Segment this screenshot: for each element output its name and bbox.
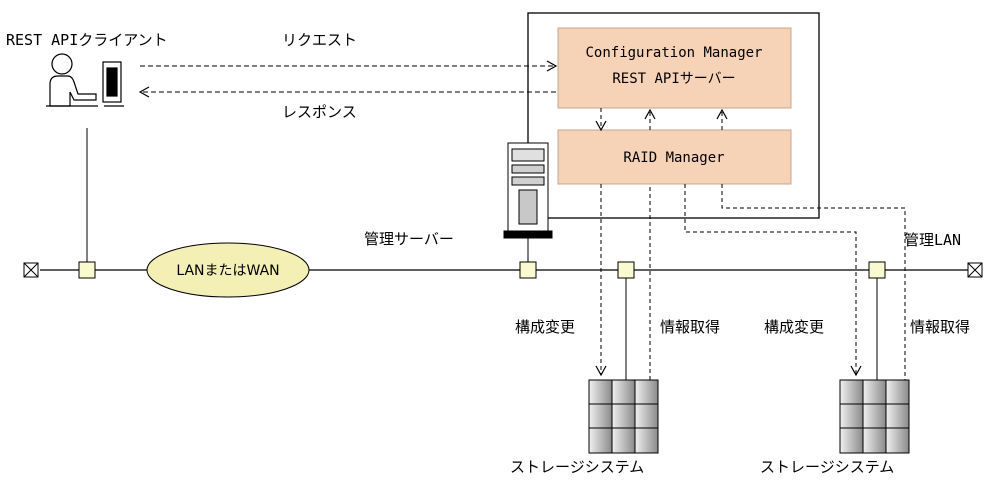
management-server-label: 管理サーバー: [364, 230, 454, 248]
terminator-left: [23, 262, 39, 278]
client-user-icon: [46, 53, 124, 107]
node-client: [78, 261, 96, 279]
server-tower-icon: [503, 142, 553, 239]
node-storage2: [868, 261, 886, 279]
config-path-2: [684, 184, 862, 377]
api-server-line2: REST APIサーバー: [612, 71, 735, 87]
config-change-label-2: 構成変更: [764, 318, 825, 336]
info-get-label-2: 情報取得: [910, 318, 971, 336]
node-server: [519, 261, 537, 279]
storage-system-icon-1: [588, 379, 659, 454]
rest-api-server-box: [557, 27, 792, 109]
response-label: レスポンス: [282, 103, 357, 121]
node-storage1: [617, 261, 635, 279]
info-get-label-1: 情報取得: [660, 318, 721, 336]
storage-system-icon-2: [839, 379, 910, 454]
storage-label-1: ストレージシステム: [510, 458, 645, 476]
management-lan-label: 管理LAN: [904, 231, 962, 249]
request-label: リクエスト: [282, 31, 358, 49]
lan-wan-label: LANまたはWAN: [176, 263, 279, 279]
info-path-2: [721, 184, 906, 380]
terminator-right: [967, 262, 983, 278]
raid-manager-label: RAID Manager: [623, 150, 724, 166]
storage-label-2: ストレージシステム: [760, 458, 895, 476]
api-server-line1: Configuration Manager: [585, 45, 762, 61]
raid-manager-box: [557, 129, 792, 185]
client-label: REST APIクライアント: [6, 31, 168, 49]
config-change-label-1: 構成変更: [515, 318, 576, 336]
lan-wan-ellipse: [146, 242, 310, 298]
